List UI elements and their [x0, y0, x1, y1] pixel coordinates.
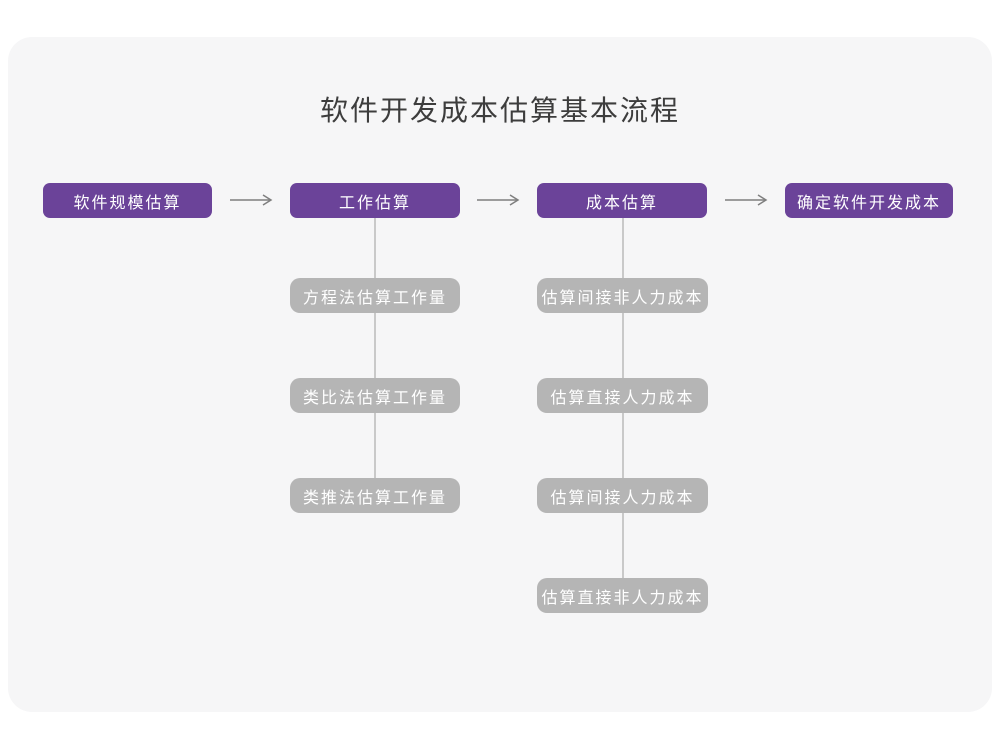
flow-node-software-scale-estimation: 软件规模估算 [43, 183, 212, 218]
diagram-canvas [8, 37, 992, 712]
flow-node-work-estimation: 工作估算 [290, 183, 460, 218]
work-subflow-connector-line [374, 218, 376, 480]
sub-node-direct-labor-cost: 估算直接人力成本 [537, 378, 708, 413]
sub-node-indirect-non-labor-cost: 估算间接非人力成本 [537, 278, 708, 313]
sub-node-equation-method: 方程法估算工作量 [290, 278, 460, 313]
sub-node-indirect-labor-cost: 估算间接人力成本 [537, 478, 708, 513]
sub-node-analogy-method: 类比法估算工作量 [290, 378, 460, 413]
flow-arrow-icon [477, 194, 520, 206]
flow-node-determine-development-cost: 确定软件开发成本 [785, 183, 953, 218]
flow-arrow-icon [230, 194, 273, 206]
diagram-title: 软件开发成本估算基本流程 [319, 95, 680, 126]
flow-arrow-icon [725, 194, 768, 206]
sub-node-extrapolation-method: 类推法估算工作量 [290, 478, 460, 513]
sub-node-direct-non-labor-cost: 估算直接非人力成本 [537, 578, 708, 613]
flow-node-cost-estimation: 成本估算 [537, 183, 707, 218]
